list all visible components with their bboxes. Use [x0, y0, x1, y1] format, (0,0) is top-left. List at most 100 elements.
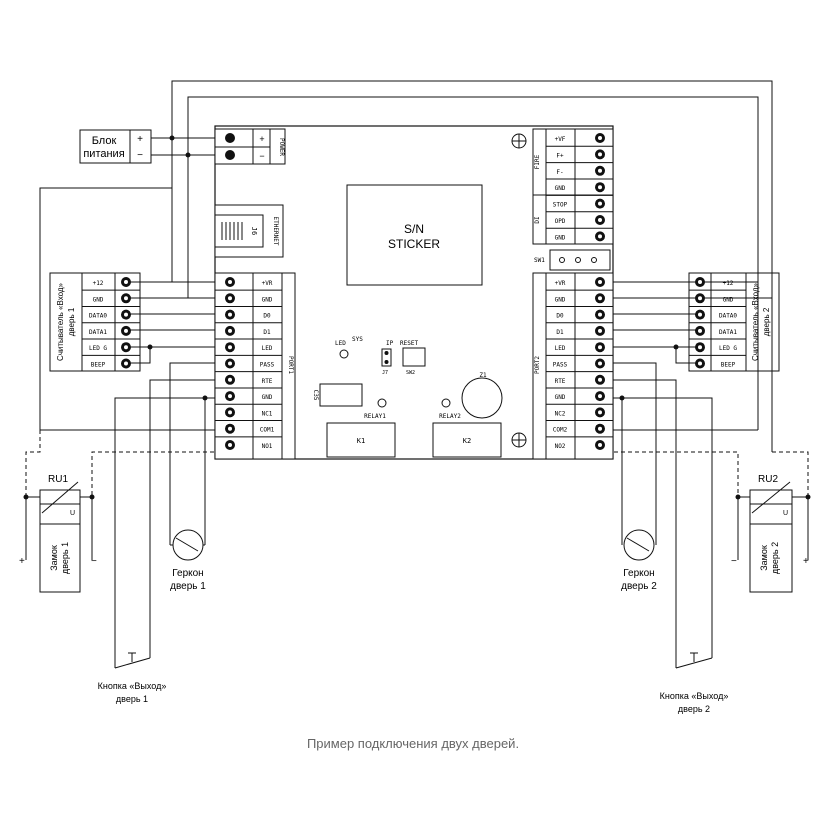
- reader1-pin-label: GND: [93, 296, 104, 303]
- port1-pin-label: D0: [263, 313, 271, 320]
- port2-terminal-screw-center: [598, 280, 602, 284]
- power-supply-label-2: питания: [83, 148, 124, 160]
- reader1-terminal-screw-center: [124, 280, 128, 284]
- reader1-label-1: Считыватель «Вход»: [56, 282, 65, 361]
- port2-pin-label: NC2: [555, 410, 566, 417]
- port1-pin-label: GND: [262, 394, 273, 401]
- port2-terminal-screw-center: [598, 410, 602, 415]
- ru2-u: U: [783, 510, 788, 517]
- reset-label: RESET: [400, 340, 418, 347]
- sticker-line-1: S/N: [404, 222, 424, 236]
- port1-pin-label: NO1: [262, 443, 273, 450]
- port1-pin-label: NC1: [262, 410, 273, 417]
- port1-terminal-screw-center: [228, 426, 232, 431]
- reed1: Геркон дверь 1: [170, 529, 206, 592]
- port1-terminal-screw-center: [228, 345, 232, 350]
- button1: Кнопка «Выход» дверь 1: [98, 650, 167, 704]
- reader2-pin-label: LED G: [719, 345, 737, 352]
- power-supply-minus: −: [137, 150, 143, 161]
- port1-pin-label: RTE: [262, 378, 273, 385]
- fire-di-pin-label: +VF: [555, 136, 566, 143]
- reader2-pin-label: GND: [723, 296, 734, 303]
- button1-label-2: дверь 1: [116, 694, 148, 704]
- button2-label-1: Кнопка «Выход»: [660, 691, 729, 701]
- reader2-pin-label: DATA0: [719, 313, 737, 320]
- k2-label: K2: [463, 437, 471, 445]
- port2-pin-label: PASS: [553, 362, 568, 369]
- reader1-terminal-screw-center: [124, 345, 128, 350]
- led-label: LED: [335, 340, 346, 347]
- reader2-terminal-screw-center: [698, 361, 702, 366]
- power-supply-label-1: Блок: [92, 135, 117, 147]
- port1-title: PORT1: [287, 356, 294, 374]
- port1-terminal-screw-center: [228, 394, 232, 399]
- port2-pin-label: D1: [556, 329, 564, 336]
- power-supply: Блок питания + −: [79, 129, 152, 164]
- port2-pin-label: LED: [555, 345, 566, 352]
- port2-pin-label: RTE: [555, 378, 566, 385]
- ip-label: IP: [386, 340, 394, 347]
- ru2-name: RU2: [758, 474, 778, 485]
- lock2-label-2: дверь 2: [770, 542, 780, 574]
- sn-sticker: [346, 184, 483, 286]
- lock2: Замок дверь 2 − +: [731, 523, 809, 593]
- fire-di-terminal-screw-center: [598, 201, 602, 206]
- sw1-label: SW1: [534, 257, 545, 264]
- ru1-name: RU1: [48, 474, 68, 485]
- ethernet-name: ETHERNET: [272, 217, 279, 246]
- port2-terminal-screw-center: [598, 345, 602, 350]
- reader2-pin-label: BEEP: [721, 362, 736, 369]
- fire-di-terminal-screw-center: [598, 152, 602, 157]
- power-terminal-minus: −: [259, 151, 264, 161]
- port2-terminal-screw-center: [598, 426, 602, 431]
- varistor2: RU2 U: [749, 474, 793, 517]
- reader1-terminal-screw-center: [124, 312, 128, 317]
- port1-pin-label: D1: [263, 329, 271, 336]
- reader2-terminal-screw-center: [698, 312, 702, 317]
- c35-label: C35: [312, 390, 319, 401]
- k1-label: K1: [357, 437, 365, 445]
- port1-terminal-screw-center: [228, 280, 232, 284]
- fire-title: FIRE: [534, 154, 541, 169]
- reader2-pin-label: +12: [723, 280, 734, 287]
- reader1-pin-label: LED G: [89, 345, 107, 352]
- fire-di-terminal-screw-center: [598, 136, 602, 140]
- port2-terminal-screw-center: [598, 328, 602, 333]
- port1-pin-label: GND: [262, 296, 273, 303]
- port2-terminal-screw-center: [598, 312, 602, 317]
- port2-pin-label: +VR: [555, 280, 566, 287]
- sticker-line-2: STICKER: [388, 237, 440, 251]
- lock1-plus: +: [19, 556, 25, 567]
- reed1-label-1: Геркон: [172, 568, 203, 579]
- fire-di-pin-label: F+: [556, 152, 564, 159]
- reader1-pin-label: BEEP: [91, 362, 106, 369]
- fire-di-terminal-screw-center: [598, 234, 602, 239]
- varistor1: RU1 U: [39, 474, 81, 517]
- port1-terminal-screw-center: [228, 312, 232, 317]
- button2-label-2: дверь 2: [678, 704, 710, 714]
- port1-pin-label: PASS: [260, 362, 275, 369]
- lock2-plus: +: [803, 556, 809, 567]
- fire-di-terminal-screw-center: [598, 185, 602, 190]
- port1-terminal-screw-center: [228, 443, 232, 447]
- reader1: Считыватель «Вход» дверь 1: [49, 272, 141, 372]
- ethernet-j: J6: [250, 227, 258, 235]
- reader1-pin-label: +12: [93, 280, 104, 287]
- reader2-terminal-screw-center: [698, 296, 702, 301]
- reader2-terminal-screw-center: [698, 280, 702, 284]
- button2: Кнопка «Выход» дверь 2: [660, 650, 729, 714]
- port1-terminal-screw-center: [228, 328, 232, 333]
- button1-label-1: Кнопка «Выход»: [98, 681, 167, 691]
- reader2-terminal-screw-center: [698, 328, 702, 333]
- relay1-label: RELAY1: [364, 413, 386, 420]
- port2-pin-label: GND: [555, 394, 566, 401]
- ru1-u: U: [70, 510, 75, 517]
- port2-terminal-screw-center: [598, 296, 602, 301]
- port1-terminal-screw-center: [228, 361, 232, 366]
- power-terminal-name: POWER: [278, 138, 285, 156]
- reader2-label-2: дверь 2: [762, 307, 771, 336]
